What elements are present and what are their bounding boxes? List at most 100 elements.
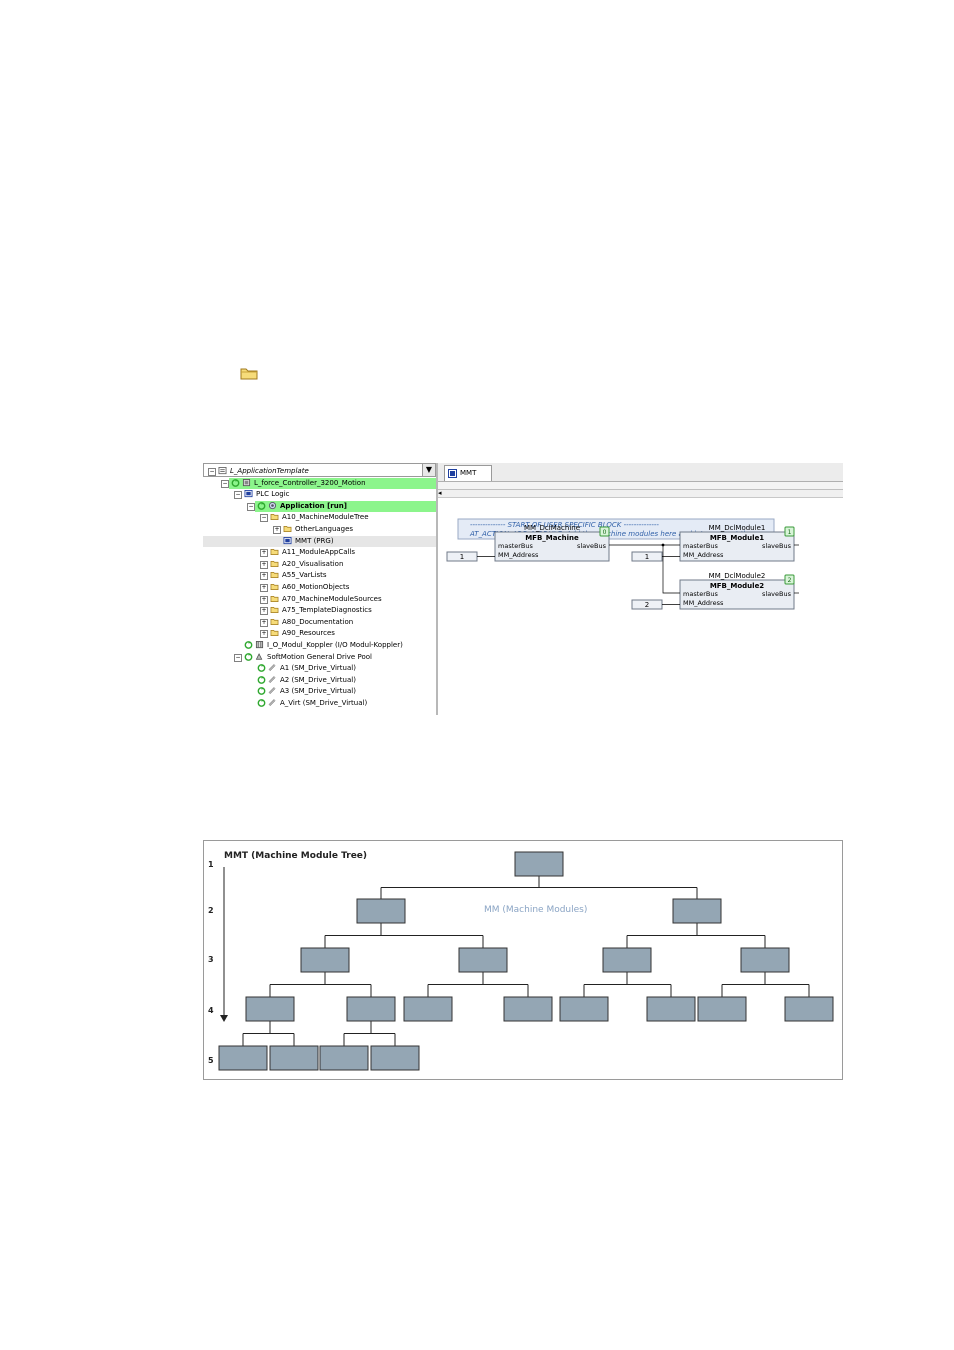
tree-item[interactable]: MMT (PRG) xyxy=(203,535,436,547)
tree-item[interactable]: −L_ApplicationTemplate xyxy=(203,466,436,477)
scroll-left-icon[interactable]: ◂ xyxy=(438,489,442,497)
tree-item[interactable]: I_O_Modul_Koppler (I/O Modul-Koppler) xyxy=(203,640,436,651)
folder-icon xyxy=(270,618,279,625)
function-block[interactable]: MM_DclMachineMFB_MachinemasterBusMM_Addr… xyxy=(494,524,610,562)
folder-icon xyxy=(270,549,279,556)
run-status-icon xyxy=(257,699,266,707)
expand-icon[interactable]: + xyxy=(260,607,268,616)
address-value: 1 xyxy=(645,553,649,561)
tree-item[interactable]: + A90_Resources xyxy=(203,628,436,639)
tree-root-selector[interactable]: ▼ xyxy=(203,463,436,477)
tree-item-label: A1 (SM_Drive_Virtual) xyxy=(280,664,356,673)
block-output-label: slaveBus xyxy=(762,542,792,550)
tree-item[interactable]: + A80_Documentation xyxy=(203,617,436,628)
tree-item[interactable]: +A11_ModuleAppCalls xyxy=(203,547,436,558)
comment-line-2: AT_ACTION_ADD_MODULE: Add the machine mo… xyxy=(469,530,759,538)
block-type-name: MFB_Machine xyxy=(525,534,579,542)
folder-icon xyxy=(270,514,279,521)
tree-item[interactable]: + OtherLanguages xyxy=(203,524,436,535)
tree-item[interactable]: A1 (SM_Drive_Virtual) xyxy=(203,663,436,674)
tree-item[interactable]: −L_force_Controller_3200_Motion xyxy=(221,477,436,489)
execution-order-label: 2 xyxy=(788,577,792,584)
tree-item[interactable]: A_Virt (SM_Drive_Virtual) xyxy=(203,698,436,709)
expand-icon[interactable]: + xyxy=(260,584,268,592)
tree-item[interactable]: + A70_MachineModuleSources xyxy=(203,594,436,605)
tree-item[interactable]: + A60_MotionObjects xyxy=(203,582,436,593)
level-label: 2 xyxy=(208,906,214,915)
machine-module-node xyxy=(319,1045,369,1071)
program-icon xyxy=(283,536,292,544)
collapse-icon[interactable]: − xyxy=(234,491,242,500)
address-value: 1 xyxy=(460,553,464,561)
function-block[interactable]: MM_DclModule2MFB_Module2masterBusMM_Addr… xyxy=(679,572,795,610)
machine-module-node xyxy=(370,1045,420,1071)
horizontal-scrollbar[interactable]: ◂ xyxy=(438,490,843,498)
machine-module-node xyxy=(458,947,508,973)
tree-item-label: OtherLanguages xyxy=(295,525,354,533)
tree-item-label: A60_MotionObjects xyxy=(282,583,350,591)
execution-order-label: 0 xyxy=(603,529,607,536)
block-input-label: MM_Address xyxy=(498,551,539,559)
tree-item[interactable]: − PLC Logic xyxy=(203,489,436,500)
collapse-icon[interactable]: − xyxy=(247,502,255,511)
tab-mmt[interactable]: MMT xyxy=(444,465,492,481)
run-status-icon xyxy=(244,641,253,649)
mmt-diagram-screenshot: MMT (Machine Module Tree)MM (Machine Mod… xyxy=(203,840,843,1080)
expand-icon[interactable]: + xyxy=(273,526,281,534)
ide-screenshot: ▼ −L_ApplicationTemplate−L_force_Control… xyxy=(203,463,843,715)
tree-item[interactable]: A3 (SM_Drive_Virtual) xyxy=(203,686,436,697)
machine-module-node xyxy=(602,947,652,973)
folder-icon xyxy=(283,525,292,533)
machine-module-node xyxy=(697,996,747,1022)
io-coupler-icon xyxy=(255,641,264,649)
mmt-tree-diagram: MMT (Machine Module Tree)MM (Machine Mod… xyxy=(208,851,834,1071)
block-output-label: slaveBus xyxy=(762,590,792,598)
tree-item[interactable]: − A10_MachineModuleTree xyxy=(203,512,436,523)
collapse-icon[interactable]: − xyxy=(234,653,242,662)
tree-item-label: PLC Logic xyxy=(256,490,290,499)
tree-item-label: A70_MachineModuleSources xyxy=(282,594,382,603)
machine-module-node xyxy=(740,947,790,973)
tree-item[interactable]: A2 (SM_Drive_Virtual) xyxy=(203,675,436,686)
expand-icon[interactable]: + xyxy=(260,572,268,581)
comment-line-1: -------------- START OF USER SPECIFIC BL… xyxy=(470,521,659,529)
block-instance-name: MM_DclModule1 xyxy=(709,524,766,532)
machine-module-node xyxy=(269,1045,319,1071)
run-status-icon xyxy=(257,687,266,696)
tree-item-label: A10_MachineModuleTree xyxy=(282,513,369,522)
run-status-icon xyxy=(244,652,253,661)
collapse-icon[interactable]: − xyxy=(208,468,216,476)
tree-item[interactable]: +A55_VarLists xyxy=(203,570,436,581)
tree-item-label: I_O_Modul_Koppler (I/O Modul-Koppler) xyxy=(267,641,403,649)
mmt-subtitle: MM (Machine Modules) xyxy=(484,905,587,915)
folder-icon xyxy=(270,583,279,591)
block-type-name: MFB_Module2 xyxy=(710,582,764,590)
tree-item-label: A90_Resources xyxy=(282,629,335,638)
ruler xyxy=(438,482,843,490)
level-label: 5 xyxy=(208,1056,214,1065)
tree-item-label: A3 (SM_Drive_Virtual) xyxy=(280,687,356,696)
program-icon xyxy=(448,469,457,478)
tree-item[interactable]: −SoftMotion General Drive Pool xyxy=(203,652,436,663)
tree-item-label: A80_Documentation xyxy=(282,617,354,626)
folder-icon xyxy=(270,560,279,567)
chevron-down-icon[interactable]: ▼ xyxy=(422,464,435,476)
level-label: 4 xyxy=(208,1006,214,1015)
drive-icon xyxy=(268,675,276,683)
tree-item[interactable]: +A75_TemplateDiagnostics xyxy=(203,605,436,616)
tree-item[interactable]: +A20_Visualisation xyxy=(203,559,436,570)
expand-icon[interactable]: + xyxy=(260,560,268,569)
function-block[interactable]: MM_DclModule1MFB_Module1masterBusMM_Addr… xyxy=(679,524,795,562)
machine-module-node xyxy=(514,851,564,877)
machine-module-node xyxy=(300,947,350,973)
collapse-icon[interactable]: − xyxy=(221,479,229,488)
block-input-label: masterBus xyxy=(683,590,719,598)
expand-icon[interactable]: + xyxy=(260,549,268,558)
collapse-icon[interactable]: − xyxy=(260,514,268,523)
expand-icon[interactable]: + xyxy=(260,618,268,627)
fbd-diagram: -------------- START OF USER SPECIFIC BL… xyxy=(446,518,799,610)
expand-icon[interactable]: + xyxy=(260,595,268,604)
tree-item[interactable]: −Application [run] xyxy=(247,500,436,512)
machine-module-node xyxy=(784,996,834,1022)
expand-icon[interactable]: + xyxy=(260,630,268,639)
